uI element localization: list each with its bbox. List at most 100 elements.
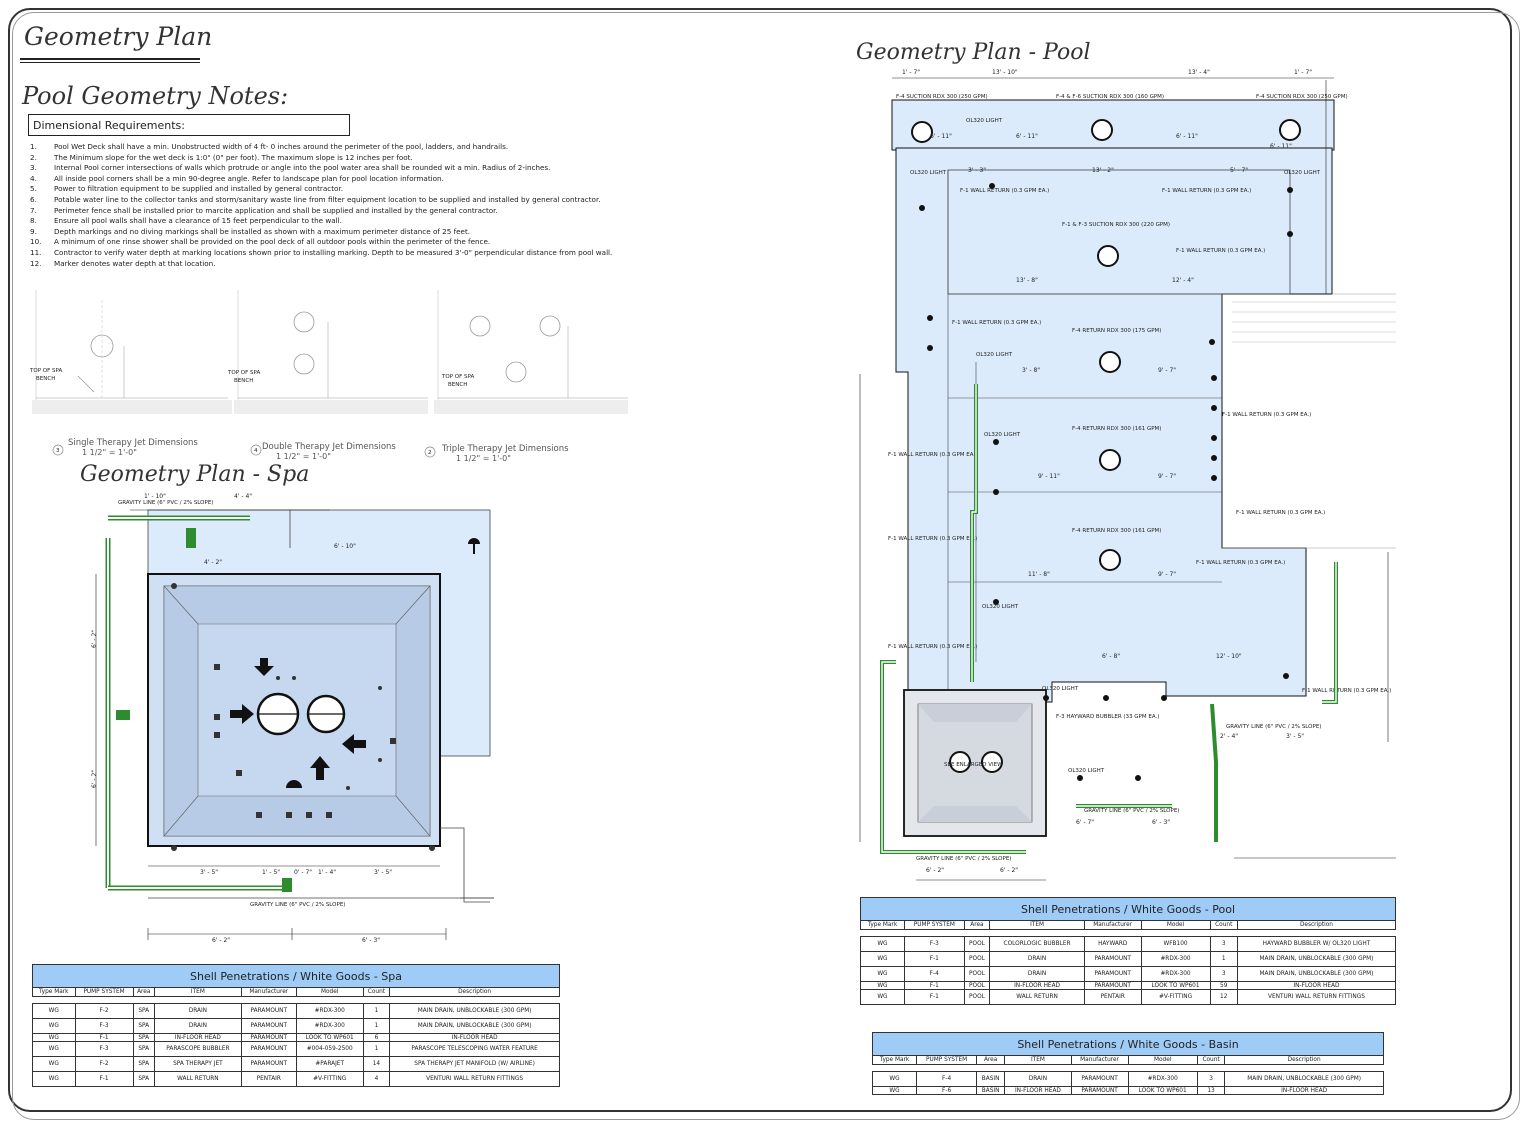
pool-table-cell: VENTURI WALL RETURN FITTINGS [1236,989,1397,1005]
note-item: 11. Contractor to verify water depth at m… [30,248,670,259]
note-text: Power to filtration equipment to be supp… [54,184,344,194]
pool-table-cell: F-1 [903,951,965,967]
spa-col-type-mark: Type Mark [32,987,76,997]
pool-col-description: Description [1236,920,1397,930]
spa-table-cell: PARAMOUNT [240,1003,297,1019]
single-jet-bench-label-2: BENCH [36,376,55,382]
note-item: 8.Ensure all pool walls shall have a cle… [30,216,670,227]
pool-table-cell: F-4 [903,966,965,982]
spa-table-title: Shell Penetrations / White Goods - Spa [32,964,560,988]
spa-table-cell: F-3 [74,1041,134,1057]
pool-col-pump: PUMP SYSTEM [903,920,965,930]
notes-list: 1.Pool Wet Deck shall have a min. Unobst… [30,142,670,269]
spa-bench [163,585,431,625]
spa-col-description: Description [389,987,560,997]
pool-col-count: Count [1209,920,1238,930]
pool-table-cell: #V-FITTING [1140,989,1211,1005]
spa-table-cell: PARAMOUNT [240,1018,297,1034]
pool-dim-mid-5: 9' - 11" [1038,473,1060,480]
note-number: 2. [30,152,37,162]
spa-table-cell: PARASCOPE BUBBLER [153,1041,242,1057]
pool-dim-top-2: 13' - 10" [992,69,1018,76]
spa-arrow-right [230,704,254,724]
pool-wall-return-7: F-1 WALL RETURN (0.3 GPM EA.) [888,536,977,542]
basin-table-cell: IN-FLOOR HEAD [1224,1086,1384,1095]
pool-table-cell: POOL [963,981,991,990]
pool-light-4: OL320 LIGHT [976,352,1013,358]
spa-dim-top-1: 1' - 10" [144,493,166,500]
pool-dim-mid-9: 6' - 8" [1102,653,1120,660]
triple-jet-number: 2 [428,450,432,456]
pool-return-3: F-4 RETURN RDX 300 (161 GPM) [1072,528,1161,534]
pool-dim-top-1: 1' - 7" [902,69,920,76]
basin-col-type-mark: Type Mark [871,1055,918,1065]
pool-table-cell: PENTAIR [1083,989,1142,1005]
note-item: 3.Internal Pool corner intersections of … [30,163,670,174]
triple-jet-scale: 1 1/2" = 1'-0" [456,454,511,463]
spa-table-cell: MAIN DRAIN, UNBLOCKABLE (300 GPM) [389,1018,560,1034]
basin-table-cell: PARAMOUNT [1070,1086,1129,1095]
note-number: 7. [30,205,37,215]
pool-table-cell: WG [860,936,905,952]
double-jet-scale: 1 1/2" = 1'-0" [276,452,331,461]
spa-dim-inner-2: 6' - 10" [334,543,356,550]
basin-table-cell: LOOK TO WP601 [1127,1086,1198,1095]
spa-penetrations-table: Shell Penetrations / White Goods - Spa T… [32,964,560,1087]
spa-table-cell: #V-FITTING [295,1071,364,1087]
spa-gravity-line: GRAVITY LINE (6" PVC / 2% SLOPE) [118,500,213,506]
spa-table-cell: VENTURI WALL RETURN FITTINGS [389,1071,560,1087]
pool-dim-mid-4: 9' - 7" [1158,367,1176,374]
note-item: 6.Potable water line to the collector ta… [30,195,670,206]
note-number: 6. [30,194,37,204]
pool-dim-row-2: 6' - 11" [1016,133,1038,140]
spa-table-cell: SPA [132,1018,155,1034]
spa-plan: GRAVITY LINE (6" PVC / 2% SLOPE) GRAVITY… [91,493,494,958]
pool-dim-mid-7: 11' - 8" [1028,571,1050,578]
spa-table-cell: IN-FLOOR HEAD [389,1033,560,1042]
spa-dim-inner-1: 4' - 2" [204,559,222,566]
spa-table-cell: SPA [132,1003,155,1019]
triple-jet-bench-label: TOP OF SPA [441,374,474,380]
pool-wall-return-6: F-1 WALL RETURN (0.3 GPM EA.) [888,452,977,458]
spa-table-cell: #RDX-300 [295,1018,364,1034]
pool-suctions [911,119,1301,571]
basin-table-cell: PARAMOUNT [1070,1071,1129,1087]
spa-shower-icon [468,538,480,554]
pool-top-deck [891,99,1335,151]
pool-table-cell: POOL [963,936,991,952]
pool-enlarged-view: SEE ENLARGED VIEW [944,762,1003,768]
spa-table-cell: IN-FLOOR HEAD [153,1033,242,1042]
spa-table-header: Type Mark PUMP SYSTEM Area ITEM Manufact… [32,987,560,997]
basin-penetrations-table: Shell Penetrations / White Goods - Basin… [871,1032,1384,1095]
pool-return-2: F-4 RETURN RDX 300 (161 GPM) [1072,426,1161,432]
spa-table-cell: 6 [362,1033,391,1042]
pool-dim-row2-2: 13' - 2" [1092,167,1114,174]
pool-dim-mid-1: 13' - 8" [1016,277,1038,284]
pool-dim-top-4: 1' - 7" [1294,69,1312,76]
note-item: 7.Perimeter fence shall be installed pri… [30,206,670,217]
spa-dim-bottom-2: 1' - 5" [262,869,280,876]
note-item: 2.The Minimum slope for the wet deck is … [30,153,670,164]
spa-table-cell: WG [32,1003,76,1019]
note-number: 5. [30,184,37,194]
spa-table-cell: WG [32,1033,76,1042]
spa-dim-left-2: 6' - 2" [91,770,98,788]
basin-table-cell: 3 [1196,1071,1226,1087]
pool-light-2: OL320 LIGHT [910,170,947,176]
spa-arrow-down [254,658,274,676]
spa-table-cell: DRAIN [153,1003,242,1019]
spa-table-cell: F-1 [74,1033,134,1042]
pool-light-8: OL320 LIGHT [1068,768,1105,774]
pool-wall-return-10: F-1 WALL RETURN (0.3 GPM EA.) [888,644,977,650]
pool-table-cell: WG [860,989,905,1005]
notes-title: Pool Geometry Notes: [22,82,289,110]
spa-table-cell: MAIN DRAIN, UNBLOCKABLE (300 GPM) [389,1003,560,1019]
pool-light-1: OL320 LIGHT [966,118,1003,124]
note-number: 11. [30,247,42,257]
note-text: Contractor to verify water depth at mark… [54,247,613,257]
double-jet-bench-label: TOP OF SPA [227,370,260,376]
pool-dim-mid-6: 9' - 7" [1158,473,1176,480]
